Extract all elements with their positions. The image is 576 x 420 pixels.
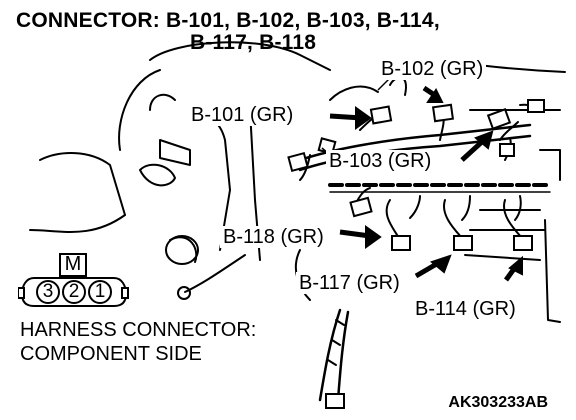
pin-3: 3 — [42, 281, 54, 302]
harness-caption: HARNESS CONNECTOR: COMPONENT SIDE — [20, 318, 256, 366]
caption-line-1: HARNESS CONNECTOR: — [20, 319, 257, 341]
pin-diagram: M 3 2 1 — [18, 252, 138, 308]
caption-line-2: COMPONENT SIDE — [20, 343, 202, 365]
label-b103: B-103 (GR) — [326, 150, 435, 172]
title-line-2: B-117, B-118 — [190, 31, 317, 54]
pin-1: 1 — [94, 281, 106, 302]
label-b101: B-101 (GR) — [188, 104, 297, 126]
label-b114: B-114 (GR) — [412, 298, 519, 320]
pin-diagram-outline — [18, 253, 129, 307]
diagram-title: CONNECTOR: B-101, B-102, B-103, B-114, B… — [16, 10, 440, 54]
label-b102: B-102 (GR) — [378, 58, 487, 80]
pin-2: 2 — [68, 281, 80, 302]
pin-marker: M — [64, 253, 82, 275]
figure-code: AK303233AB — [448, 394, 548, 411]
label-b117: B-117 (GR) — [296, 272, 403, 294]
title-line-1: CONNECTOR: B-101, B-102, B-103, B-114, — [16, 9, 440, 32]
label-b118: B-118 (GR) — [220, 226, 327, 248]
